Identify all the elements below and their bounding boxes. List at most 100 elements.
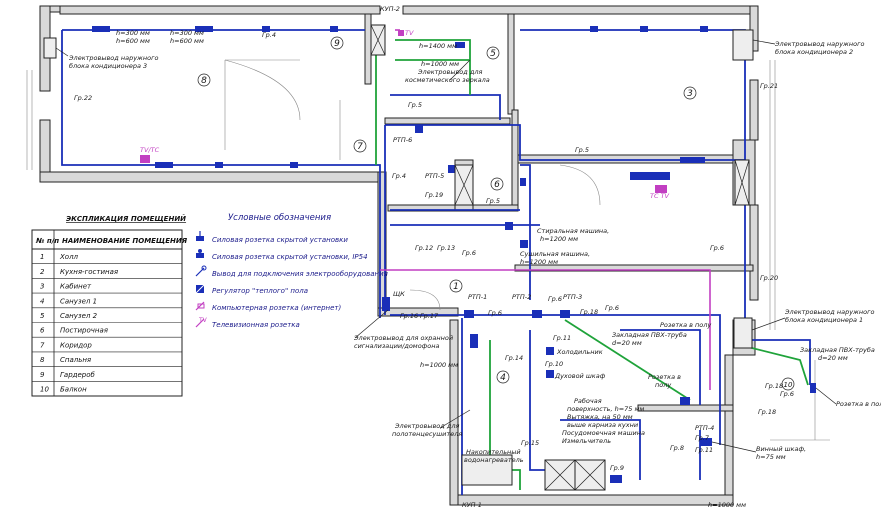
legend-title: Условные обозначения	[228, 213, 331, 223]
height-1000-label-left: h=1000 мм	[420, 361, 458, 369]
table-row-number: 3	[40, 283, 44, 291]
group-label-18-a: Гр.18	[580, 308, 598, 316]
group-label-8: Гр.8	[670, 444, 684, 452]
table-row-number: 1	[40, 253, 44, 261]
panel-rtp3-label: РТП-3	[563, 293, 582, 301]
room-7-number: 7	[357, 142, 363, 152]
room-1-number: 1	[453, 282, 459, 292]
shredder-label: Измельчитель	[562, 437, 611, 445]
floor-heating-regulator-icon	[195, 284, 205, 294]
room-3-number: 3	[687, 89, 693, 99]
table-row-name: Санузел 1	[60, 297, 97, 305]
equipment-outlet-icon	[195, 265, 207, 277]
room-5-number: 5	[490, 49, 496, 59]
ac3-outlet-label-1: Электровывод наружного	[68, 54, 159, 62]
wine-cabinet-label-1: Винный шкаф,	[756, 445, 806, 453]
group-label-6-e: Гр.6	[605, 304, 619, 312]
panel-rtp6-label: РТП-6	[393, 136, 412, 144]
work-surface-label-1: Рабочая	[574, 397, 602, 405]
legend-item-tv-socket: Телевизионная розетка	[212, 321, 300, 329]
ac3-outlet-label-2: блока кондиционера 3	[69, 62, 147, 70]
wine-cabinet-label-2: h=75 мм	[756, 453, 786, 461]
group-label-5-c: Гр.5	[486, 197, 500, 205]
height-1000-label-bottom: h=1000 мм	[708, 501, 746, 509]
height-600-label-b: h=600 мм	[170, 37, 204, 45]
tv-socket-label-top: TV	[405, 29, 414, 37]
windows	[26, 59, 830, 441]
wiring-green	[375, 39, 809, 490]
table-row-number: 4	[40, 297, 44, 305]
group-label-5-a: Гр.5	[408, 101, 422, 109]
mirror-outlet-label-1: Электровывод для	[417, 68, 482, 76]
socket-icon	[196, 231, 204, 241]
floor-socket-label-b-2: полу	[655, 381, 671, 389]
pvc-pipe-label-2: d=20 мм	[612, 339, 642, 347]
panel-boxes	[43, 24, 754, 491]
height-300-label-a: h=300 мм	[116, 29, 150, 37]
legend: Условные обозначения TV Силовая розетка …	[195, 213, 388, 329]
table-row-name: Коридор	[60, 341, 92, 349]
balcony-pvc-label-2: d=20 мм	[818, 354, 848, 362]
table-row-name: Холл	[59, 253, 79, 261]
room-8-number: 8	[201, 76, 207, 86]
table-row-number: 8	[40, 356, 45, 364]
legend-item-socket-ip54: Силовая розетка скрытой установки, IP54	[212, 253, 368, 261]
table-row-name: Балкон	[60, 386, 87, 394]
table-row-number: 6	[40, 327, 45, 335]
floor-socket-label-a: Розетка в полу	[660, 321, 711, 329]
room-9-number: 9	[334, 39, 340, 49]
alarm-outlet-label-1: Электровывод для охранной	[353, 334, 453, 342]
table-row-number: 9	[40, 371, 45, 379]
table-row-name: Спальня	[60, 356, 91, 364]
hood-label-1: Вытяжка, на 50 мм	[567, 413, 633, 421]
table-row-number: 5	[40, 312, 45, 320]
group-label-20: Гр.20	[760, 274, 778, 282]
fridge-label: Холодильник	[556, 348, 603, 356]
group-label-18-b: Гр.18	[758, 408, 776, 416]
height-600-label-a: h=600 мм	[116, 37, 150, 45]
group-label-13: Гр.13	[437, 244, 455, 252]
explication-table: ЭКСПЛИКАЦИЯ ПОМЕЩЕНИЙ № п/п НАИМЕНОВАНИЕ…	[31, 214, 188, 397]
explication-title: ЭКСПЛИКАЦИЯ ПОМЕЩЕНИЙ	[66, 214, 186, 223]
legend-item-computer-socket: Компьютерная розетка (интернет)	[212, 304, 341, 312]
work-surface-label-2: поверхность, h=75 мм	[567, 405, 644, 413]
group-label-15: Гр.15	[521, 439, 539, 447]
panel-rtp5-label: РТП-5	[425, 172, 444, 180]
group-label-17: Гр.17	[420, 312, 439, 320]
boiler-label-1: Накопительный	[466, 448, 521, 456]
group-label-7: Гр.7	[695, 434, 710, 442]
panel-kup2-label: КУП-2	[380, 5, 400, 13]
group-label-6-d: Гр.6	[548, 295, 562, 303]
washer-label-2: h=1200 мм	[540, 235, 578, 243]
socket-ip54-icon	[196, 249, 204, 258]
legend-item-socket: Силовая розетка скрытой установки	[212, 236, 348, 244]
tv-tc-label-left: TV/TC	[140, 146, 160, 154]
table-row-name: Кухня-гостиная	[60, 268, 118, 276]
ac2-outlet-label-1: Электровывод наружного	[774, 40, 865, 48]
explication-col-num: № п/п	[35, 237, 59, 245]
ac1-outlet-label-2: блока кондиционера 1	[785, 316, 863, 324]
table-row-name: Кабинет	[60, 283, 92, 291]
height-300-label-b: h=300 мм	[170, 29, 204, 37]
group-label-18-c: Гр.18	[765, 382, 783, 390]
pvc-pipe-label-1: Закладная ПВХ-труба	[612, 331, 687, 339]
svg-text:TV: TV	[198, 317, 208, 324]
group-label-10: Гр.10	[545, 360, 563, 368]
towel-outlet-label-1: Электровывод для	[394, 422, 459, 430]
panel-shk-label: ЩК	[393, 290, 405, 298]
balcony-floor-socket-label: Розетка в полу	[836, 400, 881, 408]
panel-kup1-label: КУП-1	[462, 501, 482, 509]
panel-rtp4-label: РТП-4	[695, 424, 714, 432]
group-label-4: Гр.4	[262, 31, 276, 39]
panel-labels: КУП-2 КУП-1 ЩК РТП-1 РТП-2 РТП-3 РТП-4 Р…	[380, 5, 714, 509]
socket-symbols	[92, 26, 816, 483]
group-label-4-b: Гр.4	[392, 172, 406, 180]
walls	[39, 5, 759, 506]
oven-label: Духовой шкаф	[554, 372, 606, 380]
table-row-number: 10	[40, 386, 49, 394]
tv-socket-icon: TV	[195, 317, 208, 328]
towel-outlet-label-2: полотенцесушителя	[392, 430, 462, 438]
height-1000-label-top: h=1000 мм	[421, 60, 459, 68]
panel-rtp2-label: РТП-2	[512, 293, 531, 301]
